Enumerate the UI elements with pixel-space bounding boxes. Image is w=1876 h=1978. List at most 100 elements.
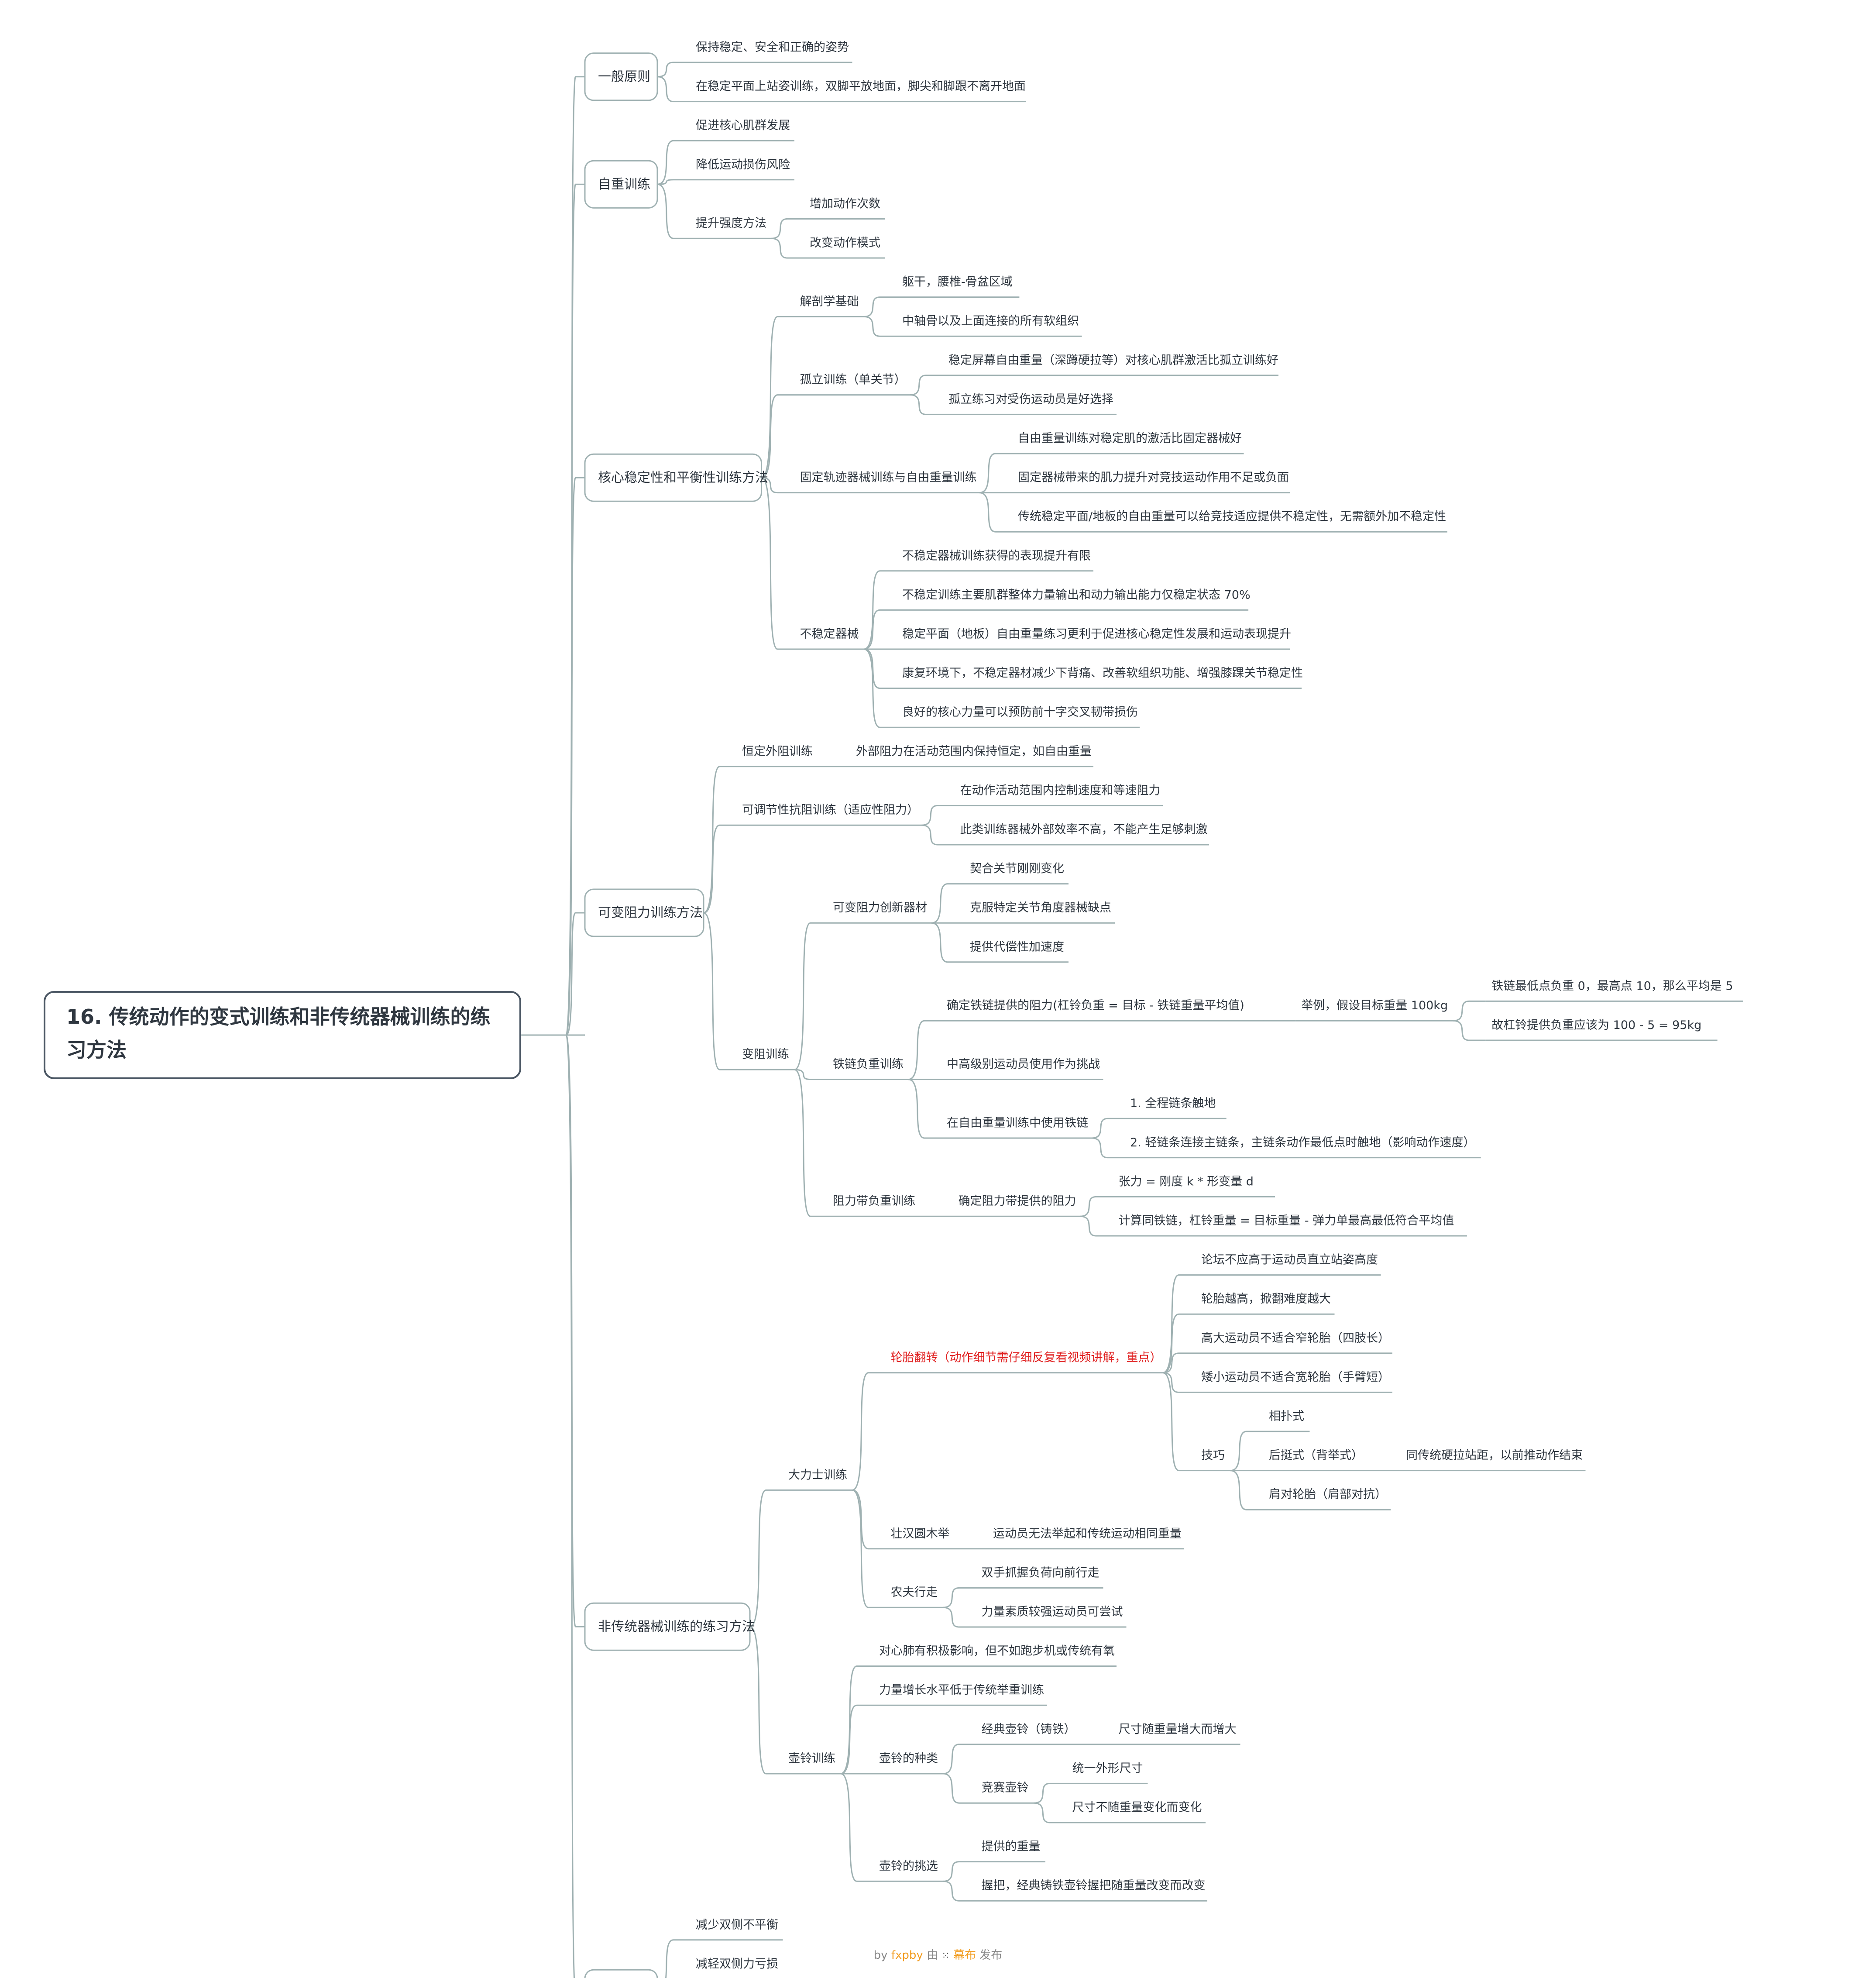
- subtopic-node[interactable]: 促进核心肌群发展: [690, 119, 794, 141]
- subtopic-node[interactable]: 运动员无法举起和传统运动相同重量: [987, 1527, 1184, 1550]
- subtopic-node[interactable]: 减轻双侧力亏损: [690, 1957, 783, 1978]
- footer-platform-link[interactable]: 幕布: [953, 1949, 976, 1962]
- root-node-box: [44, 991, 521, 1079]
- subtopic-node[interactable]: 契合关节刚刚变化: [964, 862, 1069, 885]
- subtopic-node[interactable]: 力量素质较强运动员可尝试: [975, 1605, 1127, 1628]
- topic-node[interactable]: 自重训练: [584, 160, 658, 209]
- branch-edge: [794, 1069, 827, 1217]
- node-label: 在稳定平面上站姿训练，双脚平放地面，脚尖和脚跟不离开地面: [696, 80, 1026, 93]
- branch-edge: [863, 609, 896, 650]
- subtopic-node[interactable]: 可变阻力创新器材: [827, 901, 931, 924]
- subtopic-node[interactable]: 2. 轻链条连接主链条，主链条动作最低点时触地（影响动作速度）: [1124, 1136, 1481, 1159]
- subtopic-node[interactable]: 良好的核心力量可以预防前十字交叉韧带损伤: [896, 705, 1140, 728]
- subtopic-node[interactable]: 减少双侧不平衡: [690, 1918, 783, 1941]
- subtopic-node[interactable]: 统一外形尺寸: [1066, 1761, 1148, 1784]
- subtopic-node[interactable]: 后挺式（背举式）: [1263, 1449, 1367, 1472]
- subtopic-node[interactable]: 张力 = 刚度 k * 形变量 d: [1112, 1175, 1275, 1197]
- topic-node[interactable]: 核心稳定性和平衡性训练方法: [584, 453, 768, 502]
- subtopic-node[interactable]: 阻力带负重训练: [827, 1194, 920, 1217]
- topic-node[interactable]: 可变阻力训练方法: [584, 888, 704, 937]
- subtopic-node[interactable]: 1. 全程链条触地: [1124, 1097, 1227, 1119]
- subtopic-node[interactable]: 固定轨迹器械训练与自由重量训练: [794, 471, 980, 494]
- subtopic-node[interactable]: 论坛不应高于运动员直立站姿高度: [1195, 1253, 1381, 1276]
- subtopic-node[interactable]: 孤立训练（单关节）: [794, 373, 911, 396]
- subtopic-node[interactable]: 确定阻力带提供的阻力: [952, 1194, 1080, 1217]
- subtopic-node[interactable]: 举例，假设目标重量 100kg: [1295, 999, 1453, 1022]
- subtopic-node[interactable]: 计算同铁链，杠铃重量 = 目标重量 - 弹力单最高最低符合平均值: [1112, 1214, 1467, 1237]
- subtopic-node[interactable]: 大力士训练: [782, 1468, 852, 1491]
- subtopic-node[interactable]: 技巧: [1195, 1449, 1230, 1472]
- subtopic-node[interactable]: 提供代偿性加速度: [964, 940, 1069, 963]
- subtopic-node[interactable]: 固定器械带来的肌力提升对竞技运动作用不足或负面: [1012, 471, 1290, 494]
- subtopic-node[interactable]: 同传统硬拉站距，以前推动作结束: [1400, 1449, 1586, 1472]
- node-label: 双手抓握负荷向前行走: [982, 1566, 1099, 1579]
- subtopic-node[interactable]: 尺寸不随重量变化而变化: [1066, 1801, 1206, 1823]
- branch-edge: [749, 1626, 782, 1775]
- subtopic-node[interactable]: 在自由重量训练中使用铁链: [941, 1116, 1092, 1139]
- node-label: 克服特定关节角度器械缺点: [970, 901, 1111, 915]
- subtopic-node[interactable]: 力量增长水平低于传统举重训练: [873, 1683, 1047, 1706]
- topic-label: 非传统器械训练的练习方法: [598, 1619, 755, 1634]
- subtopic-node[interactable]: 自由重量训练对稳定肌的激活比固定器械好: [1012, 432, 1244, 454]
- subtopic-node[interactable]: 增加动作次数: [804, 197, 885, 220]
- subtopic-node[interactable]: 轮胎翻转（动作细节需仔细反复看视频讲解，重点）: [884, 1351, 1163, 1374]
- subtopic-node[interactable]: 可调节性抗阻训练（适应性阻力）: [736, 803, 922, 826]
- subtopic-node[interactable]: 变阻训练: [736, 1048, 794, 1070]
- subtopic-node[interactable]: 提升强度方法: [690, 217, 771, 239]
- subtopic-node[interactable]: 躯干，腰椎-骨盆区域: [896, 275, 1020, 298]
- subtopic-node[interactable]: 稳定屏幕自由重量（深蹲硬拉等）对核心肌群激活比孤立训练好: [942, 354, 1278, 376]
- subtopic-node[interactable]: 稳定平面（地板）自由重量练习更利于促进核心稳定性发展和运动表现提升: [896, 627, 1291, 650]
- subtopic-node[interactable]: 握把，经典铸铁壶铃握把随重量改变而改变: [975, 1879, 1208, 1902]
- subtopic-node[interactable]: 外部阻力在活动范围内保持恒定，如自由重量: [850, 745, 1093, 767]
- subtopic-node[interactable]: 农夫行走: [884, 1586, 943, 1608]
- node-label: 减轻双侧力亏损: [696, 1957, 778, 1971]
- topic-node[interactable]: 非传统器械训练的练习方法: [584, 1602, 755, 1651]
- subtopic-node[interactable]: 壶铃的种类: [873, 1752, 943, 1775]
- subtopic-node[interactable]: 高大运动员不适合窄轮胎（四肢长）: [1195, 1331, 1392, 1354]
- subtopic-node[interactable]: 双手抓握负荷向前行走: [975, 1566, 1103, 1589]
- subtopic-node[interactable]: 尺寸随重量增大而增大: [1112, 1723, 1240, 1745]
- subtopic-node[interactable]: 不稳定器械: [794, 627, 864, 650]
- subtopic-node[interactable]: 康复环境下，不稳定器材减少下背痛、改善软组织功能、增强膝踝关节稳定性: [896, 667, 1303, 689]
- subtopic-node[interactable]: 不稳定器械训练获得的表现提升有限: [896, 549, 1093, 572]
- subtopic-node[interactable]: 轮胎越高，掀翻难度越大: [1195, 1292, 1335, 1315]
- topic-label: 自重训练: [598, 177, 650, 192]
- subtopic-node[interactable]: 恒定外阻训练: [736, 745, 818, 767]
- node-label: 解剖学基础: [800, 295, 859, 308]
- subtopic-node[interactable]: 解剖学基础: [794, 295, 864, 317]
- subtopic-node[interactable]: 故杠铃提供负重应该为 100 - 5 = 95kg: [1485, 1018, 1718, 1041]
- subtopic-node[interactable]: 矮小运动员不适合宽轮胎（手臂短）: [1195, 1370, 1392, 1393]
- subtopic-node[interactable]: 提供的重量: [975, 1840, 1046, 1863]
- node-label: 可变阻力创新器材: [833, 901, 927, 915]
- subtopic-node[interactable]: 壶铃的挑选: [873, 1859, 943, 1882]
- node-label: 促进核心肌群发展: [696, 119, 790, 132]
- topic-node[interactable]: 单侧训练: [584, 1969, 658, 1978]
- branch-edge: [921, 824, 954, 846]
- subtopic-node[interactable]: 传统稳定平面/地板的自由重量可以给竞技适应提供不稳定性，无需额外加不稳定性: [1012, 510, 1447, 533]
- subtopic-node[interactable]: 确定铁链提供的阻力(杠铃负重 = 目标 - 铁链重量平均值): [941, 999, 1263, 1022]
- topic-node[interactable]: 一般原则: [584, 52, 658, 101]
- subtopic-node[interactable]: 经典壶铃（铸铁）: [975, 1723, 1080, 1745]
- subtopic-node[interactable]: 克服特定关节角度器械缺点: [964, 901, 1115, 924]
- subtopic-node[interactable]: 壶铃训练: [782, 1752, 841, 1775]
- subtopic-node[interactable]: 孤立练习对受伤运动员是好选择: [942, 392, 1117, 415]
- subtopic-node[interactable]: 降低运动损伤风险: [690, 158, 794, 181]
- subtopic-node[interactable]: 壮汉圆木举: [884, 1527, 955, 1550]
- subtopic-node[interactable]: 铁链负重训练: [827, 1058, 908, 1080]
- subtopic-node[interactable]: 相扑式: [1263, 1410, 1310, 1432]
- footer-author-link[interactable]: fxpby: [891, 1949, 923, 1962]
- subtopic-node[interactable]: 在动作活动范围内控制速度和等速阻力: [954, 784, 1163, 806]
- subtopic-node[interactable]: 肩对轮胎（肩部对抗）: [1263, 1488, 1391, 1510]
- branch-edge: [665, 1939, 690, 1978]
- subtopic-node[interactable]: 铁链最低点负重 0，最高点 10，那么平均是 5: [1485, 979, 1743, 1002]
- subtopic-node[interactable]: 此类训练器械外部效率不高，不能产生足够刺激: [954, 823, 1209, 846]
- subtopic-node[interactable]: 保持稳定、安全和正确的姿势: [690, 41, 852, 63]
- subtopic-node[interactable]: 竞赛壶铃: [975, 1781, 1034, 1804]
- subtopic-node[interactable]: 在稳定平面上站姿训练，双脚平放地面，脚尖和脚跟不离开地面: [690, 80, 1026, 103]
- subtopic-node[interactable]: 对心肺有积极影响，但不如跑步机或传统有氧: [873, 1644, 1117, 1667]
- subtopic-node[interactable]: 改变动作模式: [804, 236, 885, 259]
- subtopic-node[interactable]: 中高级别运动员使用作为挑战: [941, 1058, 1103, 1080]
- subtopic-node[interactable]: 中轴骨以及上面连接的所有软组织: [896, 314, 1082, 337]
- subtopic-node[interactable]: 不稳定训练主要肌群整体力量输出和动力输出能力仅稳定状态 70%: [896, 588, 1251, 611]
